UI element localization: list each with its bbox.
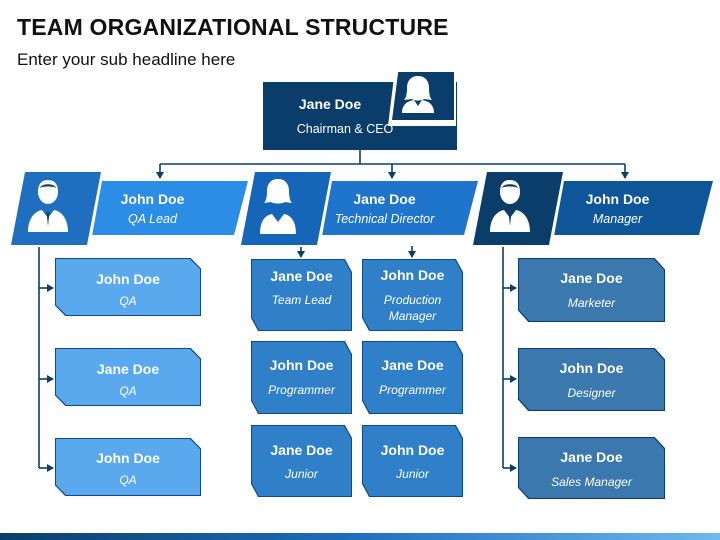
member-name: John Doe: [559, 360, 624, 376]
member-name: John Doe: [96, 271, 160, 287]
member-name: John Doe: [380, 267, 445, 283]
member-name: John Doe: [269, 357, 334, 373]
qa-card: John Doe QA: [55, 258, 201, 316]
qa-card: Jane Doe QA: [55, 348, 201, 406]
head-manager-card: [470, 170, 713, 247]
head-tech-director-card: [238, 170, 478, 247]
head-name: John Doe: [120, 191, 185, 207]
female-avatar-icon: [402, 76, 434, 113]
member-name: Jane Doe: [270, 442, 333, 458]
member-role: Programmer: [379, 383, 446, 397]
head-role: Manager: [592, 212, 643, 226]
ceo-role: Chairman & CEO: [296, 122, 394, 136]
member-role: Junior: [396, 467, 429, 481]
tech-card: John Doe Junior: [362, 425, 463, 497]
member-role: Marketer: [567, 296, 616, 310]
member-name: Jane Doe: [381, 357, 444, 373]
member-name: John Doe: [380, 442, 445, 458]
manager-team-card: Jane Doe Marketer: [518, 258, 665, 322]
tech-card: John Doe Programmer: [251, 341, 352, 414]
manager-team-card: John Doe Designer: [518, 348, 665, 411]
member-role: Junior: [285, 467, 318, 481]
page-title: TEAM ORGANIZATIONAL STRUCTURE: [17, 14, 449, 40]
head-role: QA Lead: [128, 212, 177, 226]
head-qa-lead-text: John Doe QA Lead: [95, 191, 210, 226]
footer-gradient-bar: [0, 533, 720, 540]
head-role: Technical Director: [334, 212, 435, 226]
member-role: Programmer: [268, 383, 335, 397]
member-name: Jane Doe: [96, 361, 160, 377]
member-role: Designer: [567, 386, 616, 400]
tech-card: Jane Doe Junior: [251, 425, 352, 497]
tech-card: John Doe Production Manager: [362, 259, 463, 331]
head-qa-lead-card: [8, 170, 248, 247]
member-role: QA: [119, 473, 137, 487]
member-name: Jane Doe: [270, 268, 333, 284]
tech-card: Jane Doe Team Lead: [251, 259, 352, 331]
member-name: John Doe: [96, 450, 160, 466]
manager-team-card: Jane Doe Sales Manager: [518, 437, 665, 499]
page-subtitle: Enter your sub headline here: [17, 50, 236, 69]
member-role: Team Lead: [271, 293, 332, 307]
member-name: Jane Doe: [560, 270, 623, 286]
qa-card: John Doe QA: [55, 438, 201, 496]
tech-card: Jane Doe Programmer: [362, 341, 463, 414]
head-manager-text: John Doe Manager: [560, 191, 675, 226]
head-name: John Doe: [585, 191, 650, 207]
ceo-name: Jane Doe: [298, 96, 362, 112]
member-role: Sales Manager: [551, 475, 632, 489]
head-name: Jane Doe: [353, 191, 416, 207]
member-name: Jane Doe: [560, 449, 623, 465]
member-role: QA: [119, 384, 137, 398]
member-role: Production Manager: [383, 293, 442, 323]
member-role: QA: [119, 294, 137, 308]
head-tech-director-text: Jane Doe Technical Director: [322, 191, 447, 226]
